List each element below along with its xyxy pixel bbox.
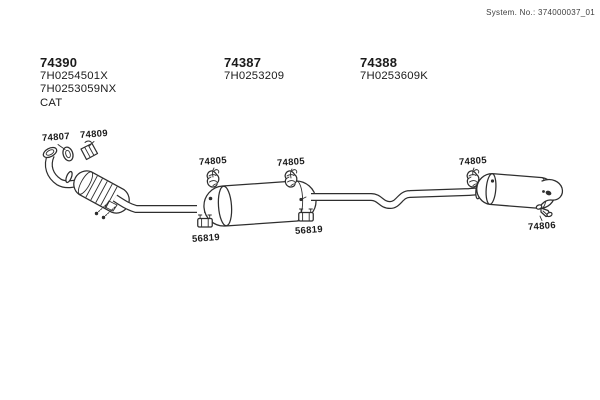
front-clamp-icon <box>80 140 99 161</box>
leader-line <box>472 167 475 176</box>
assembly-number: 74390 <box>40 55 78 70</box>
assembly-label-rear: 74388 7H0253609K <box>360 56 428 83</box>
leader-line <box>539 215 543 221</box>
assembly-number: 74388 <box>360 55 398 70</box>
front-gasket-icon <box>62 146 74 162</box>
assembly-code: 7H0253609K <box>360 69 428 82</box>
leader-line <box>89 141 95 147</box>
tail-hanger-icon <box>535 204 553 218</box>
intermediate-pipe <box>311 181 489 209</box>
spring-joint <box>94 200 118 220</box>
assembly-label-center: 74387 7H0253209 <box>224 56 284 83</box>
assembly-code: 7H0253209 <box>224 69 285 82</box>
system-number: System. No.: 374000037_01 <box>486 8 595 17</box>
assembly-code: 7H0253059NX <box>40 83 117 95</box>
rear-muffler <box>476 172 564 210</box>
assembly-label-front: 74390 7H0254501X 7H0253059NX CAT <box>40 56 116 110</box>
mid-clamp-left-icon <box>197 214 213 228</box>
assembly-code: CAT <box>40 96 63 109</box>
leader-line <box>212 167 215 178</box>
front-downpipe-cat <box>42 146 197 220</box>
center-muffler <box>203 180 317 227</box>
leader-line <box>290 168 293 179</box>
leader-line <box>57 144 66 150</box>
assembly-number: 74387 <box>224 55 262 70</box>
assembly-code: 7H0254501X <box>40 69 108 82</box>
